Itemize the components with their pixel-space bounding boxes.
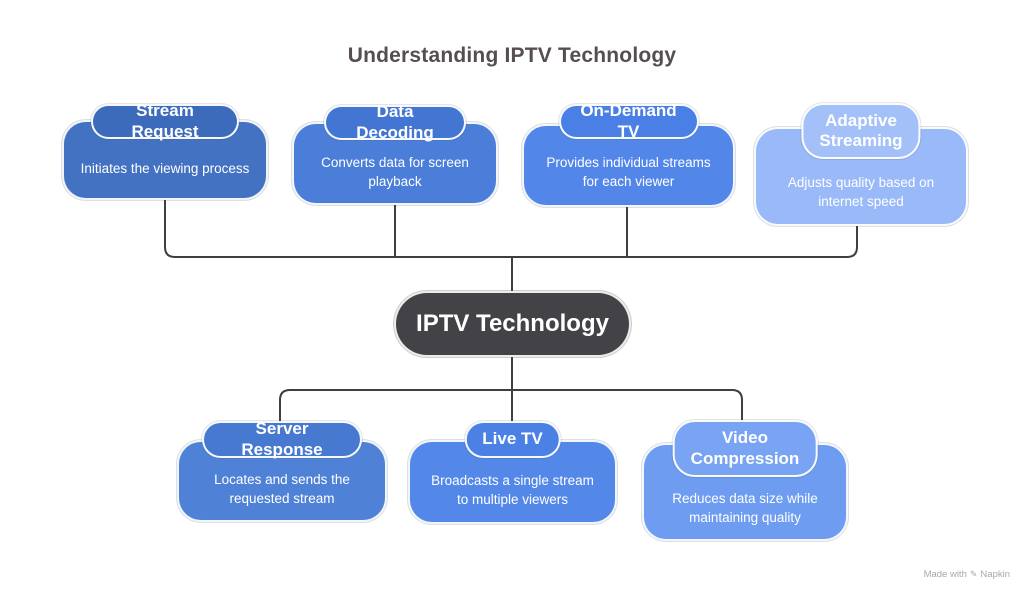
node-description: Converts data for screen playback: [321, 154, 469, 189]
node-description: Initiates the viewing process: [80, 160, 250, 176]
node-stream-request: Initiates the viewing process Stream Req…: [62, 101, 268, 200]
bottom-bus-connector: [279, 389, 743, 424]
node-description: Locates and sends the requested stream: [214, 472, 350, 506]
node-adaptive-streaming: Adjusts quality based on internet speed …: [754, 103, 968, 226]
node-title-pill: Data Decoding: [324, 102, 466, 142]
node-title-pill: On-Demand TV: [558, 101, 699, 141]
node-data-decoding: Converts data for screen playback Data D…: [292, 102, 498, 205]
node-title-pill: Live TV: [464, 421, 561, 458]
node-description: Provides individual streams for each vie…: [546, 155, 711, 189]
node-title-pill: Server Response: [202, 419, 362, 459]
node-iptv-technology-center: IPTV Technology: [394, 291, 631, 357]
node-description: Broadcasts a single stream to multiple v…: [431, 473, 594, 507]
node-description: Adjusts quality based on internet speed: [787, 174, 935, 209]
watermark-suffix: Napkin: [980, 569, 1010, 580]
node-description: Reduces data size while maintaining qual…: [672, 491, 818, 525]
watermark-prefix: Made with: [923, 569, 967, 580]
node-server-response: Locates and sends the requested stream S…: [177, 419, 387, 522]
node-title-pill: Stream Request: [91, 101, 239, 141]
node-on-demand-tv: Provides individual streams for each vie…: [522, 101, 735, 207]
node-title-pill: Video Compression: [672, 420, 818, 477]
page-title: Understanding IPTV Technology: [347, 44, 677, 67]
made-with-napkin-watermark: Made with ✎ Napkin: [924, 569, 1010, 580]
pen-icon: ✎: [969, 569, 978, 579]
node-title-pill: Adaptive Streaming: [801, 103, 921, 159]
node-live-tv: Broadcasts a single stream to multiple v…: [408, 421, 617, 524]
node-video-compression: Reduces data size while maintaining qual…: [642, 420, 848, 541]
